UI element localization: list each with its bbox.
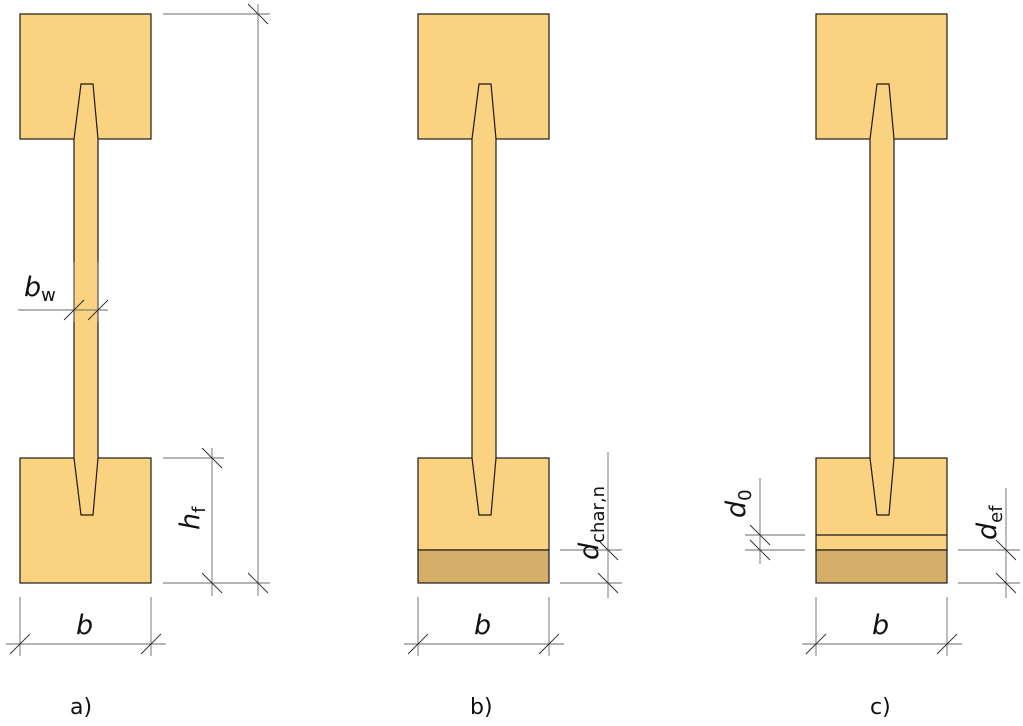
panel-c-b-tick-right xyxy=(936,633,958,655)
panel-b: dchar,n b b) xyxy=(404,13,622,720)
panel-a: hf bw b a) xyxy=(6,3,270,720)
panel-c-d0-tick-top xyxy=(749,524,771,546)
panel-a-b-label: b xyxy=(76,610,93,641)
panel-b-dchar-tick-top xyxy=(597,539,619,561)
panel-a-bw-tick-left xyxy=(63,299,85,321)
panel-c-b-label: b xyxy=(872,610,889,641)
panel-c-charred-layer xyxy=(815,549,948,584)
panel-a-bw-label: bw xyxy=(24,272,56,306)
panel-c-def-tick-top xyxy=(995,539,1017,561)
panel-c-d0-label: d0 xyxy=(721,489,756,518)
panel-c-d0-tick-bottom xyxy=(749,539,771,561)
panel-b-dchar-tick-bottom xyxy=(597,572,619,594)
panel-a-bw-tick-right xyxy=(87,299,109,321)
panel-c-caption: c) xyxy=(870,695,891,720)
panel-a-caption: a) xyxy=(70,695,92,720)
panel-b-charred-layer xyxy=(417,549,550,584)
panel-b-b-tick-right xyxy=(538,633,560,655)
panel-c-b-tick-left xyxy=(805,633,827,655)
panel-a-b-tick-left xyxy=(9,633,31,655)
panel-b-web xyxy=(471,83,497,516)
panel-a-b-tick-right xyxy=(140,633,162,655)
panel-a-hf-label: hf xyxy=(175,506,210,530)
panel-c-def-tick-bottom xyxy=(995,572,1017,594)
panel-b-b-tick-left xyxy=(407,633,429,655)
panel-a-height-tick-top xyxy=(247,3,269,25)
panel-a-hf-tick-bottom xyxy=(201,572,223,594)
panel-a-height-tick-bottom xyxy=(247,572,269,594)
panel-a-web xyxy=(73,83,99,516)
panel-c: d0 def b c) xyxy=(721,13,1020,720)
panel-b-b-label: b xyxy=(474,610,491,641)
panel-b-caption: b) xyxy=(470,695,493,720)
panel-c-web xyxy=(869,83,895,516)
panel-b-dchar-label: dchar,n xyxy=(574,486,609,560)
panel-c-def-label: def xyxy=(972,505,1007,540)
panel-a-hf-tick-top xyxy=(201,447,223,469)
